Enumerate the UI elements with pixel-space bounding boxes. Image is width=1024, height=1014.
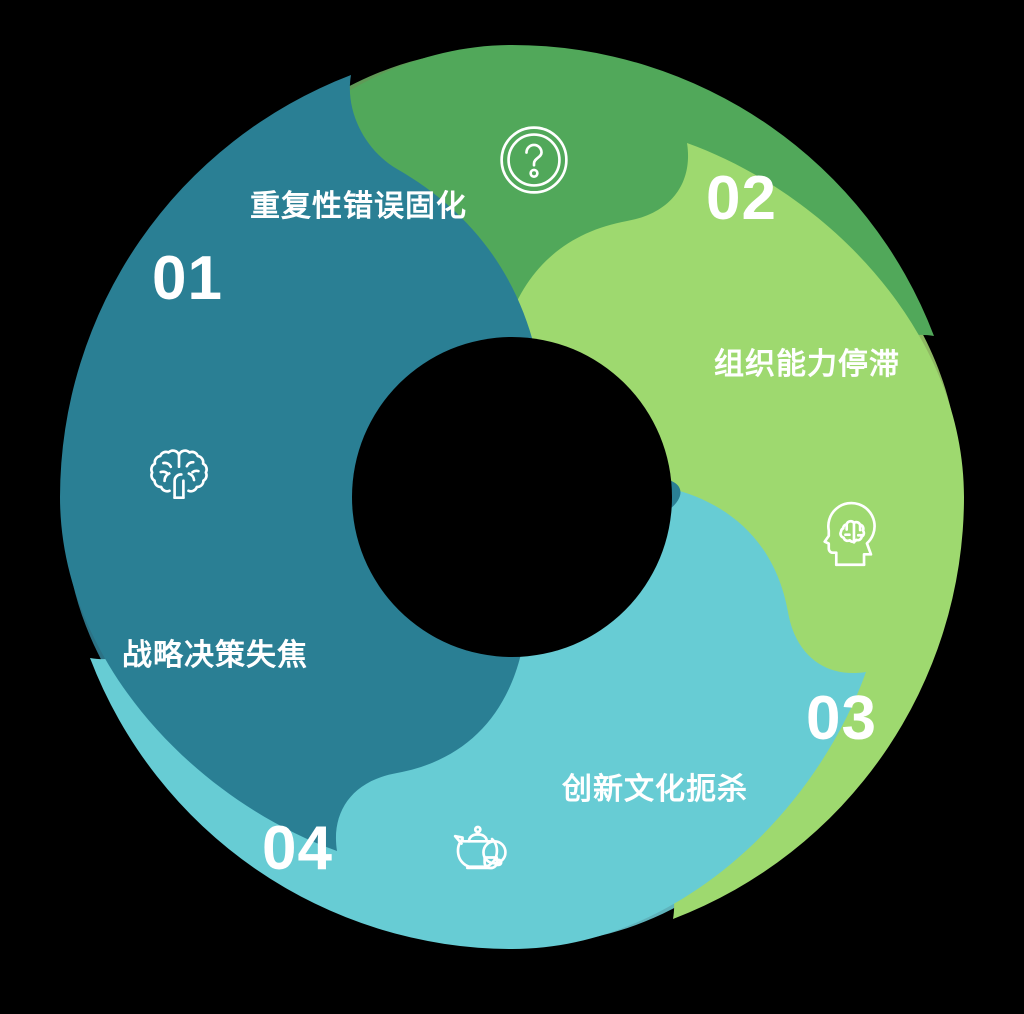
segment-03-number: 03 <box>806 684 877 753</box>
segment-03-label: 创新文化扼杀 <box>562 773 748 806</box>
segment-01-number: 01 <box>152 244 223 313</box>
segment-02-number: 02 <box>706 164 777 233</box>
segment-04-number: 04 <box>262 814 333 883</box>
segment-02-label: 组织能力停滞 <box>714 348 900 381</box>
center-hole <box>352 337 672 657</box>
segment-01-label: 重复性错误固化 <box>250 190 467 223</box>
segment-04-label: 战略决策失焦 <box>122 639 308 672</box>
